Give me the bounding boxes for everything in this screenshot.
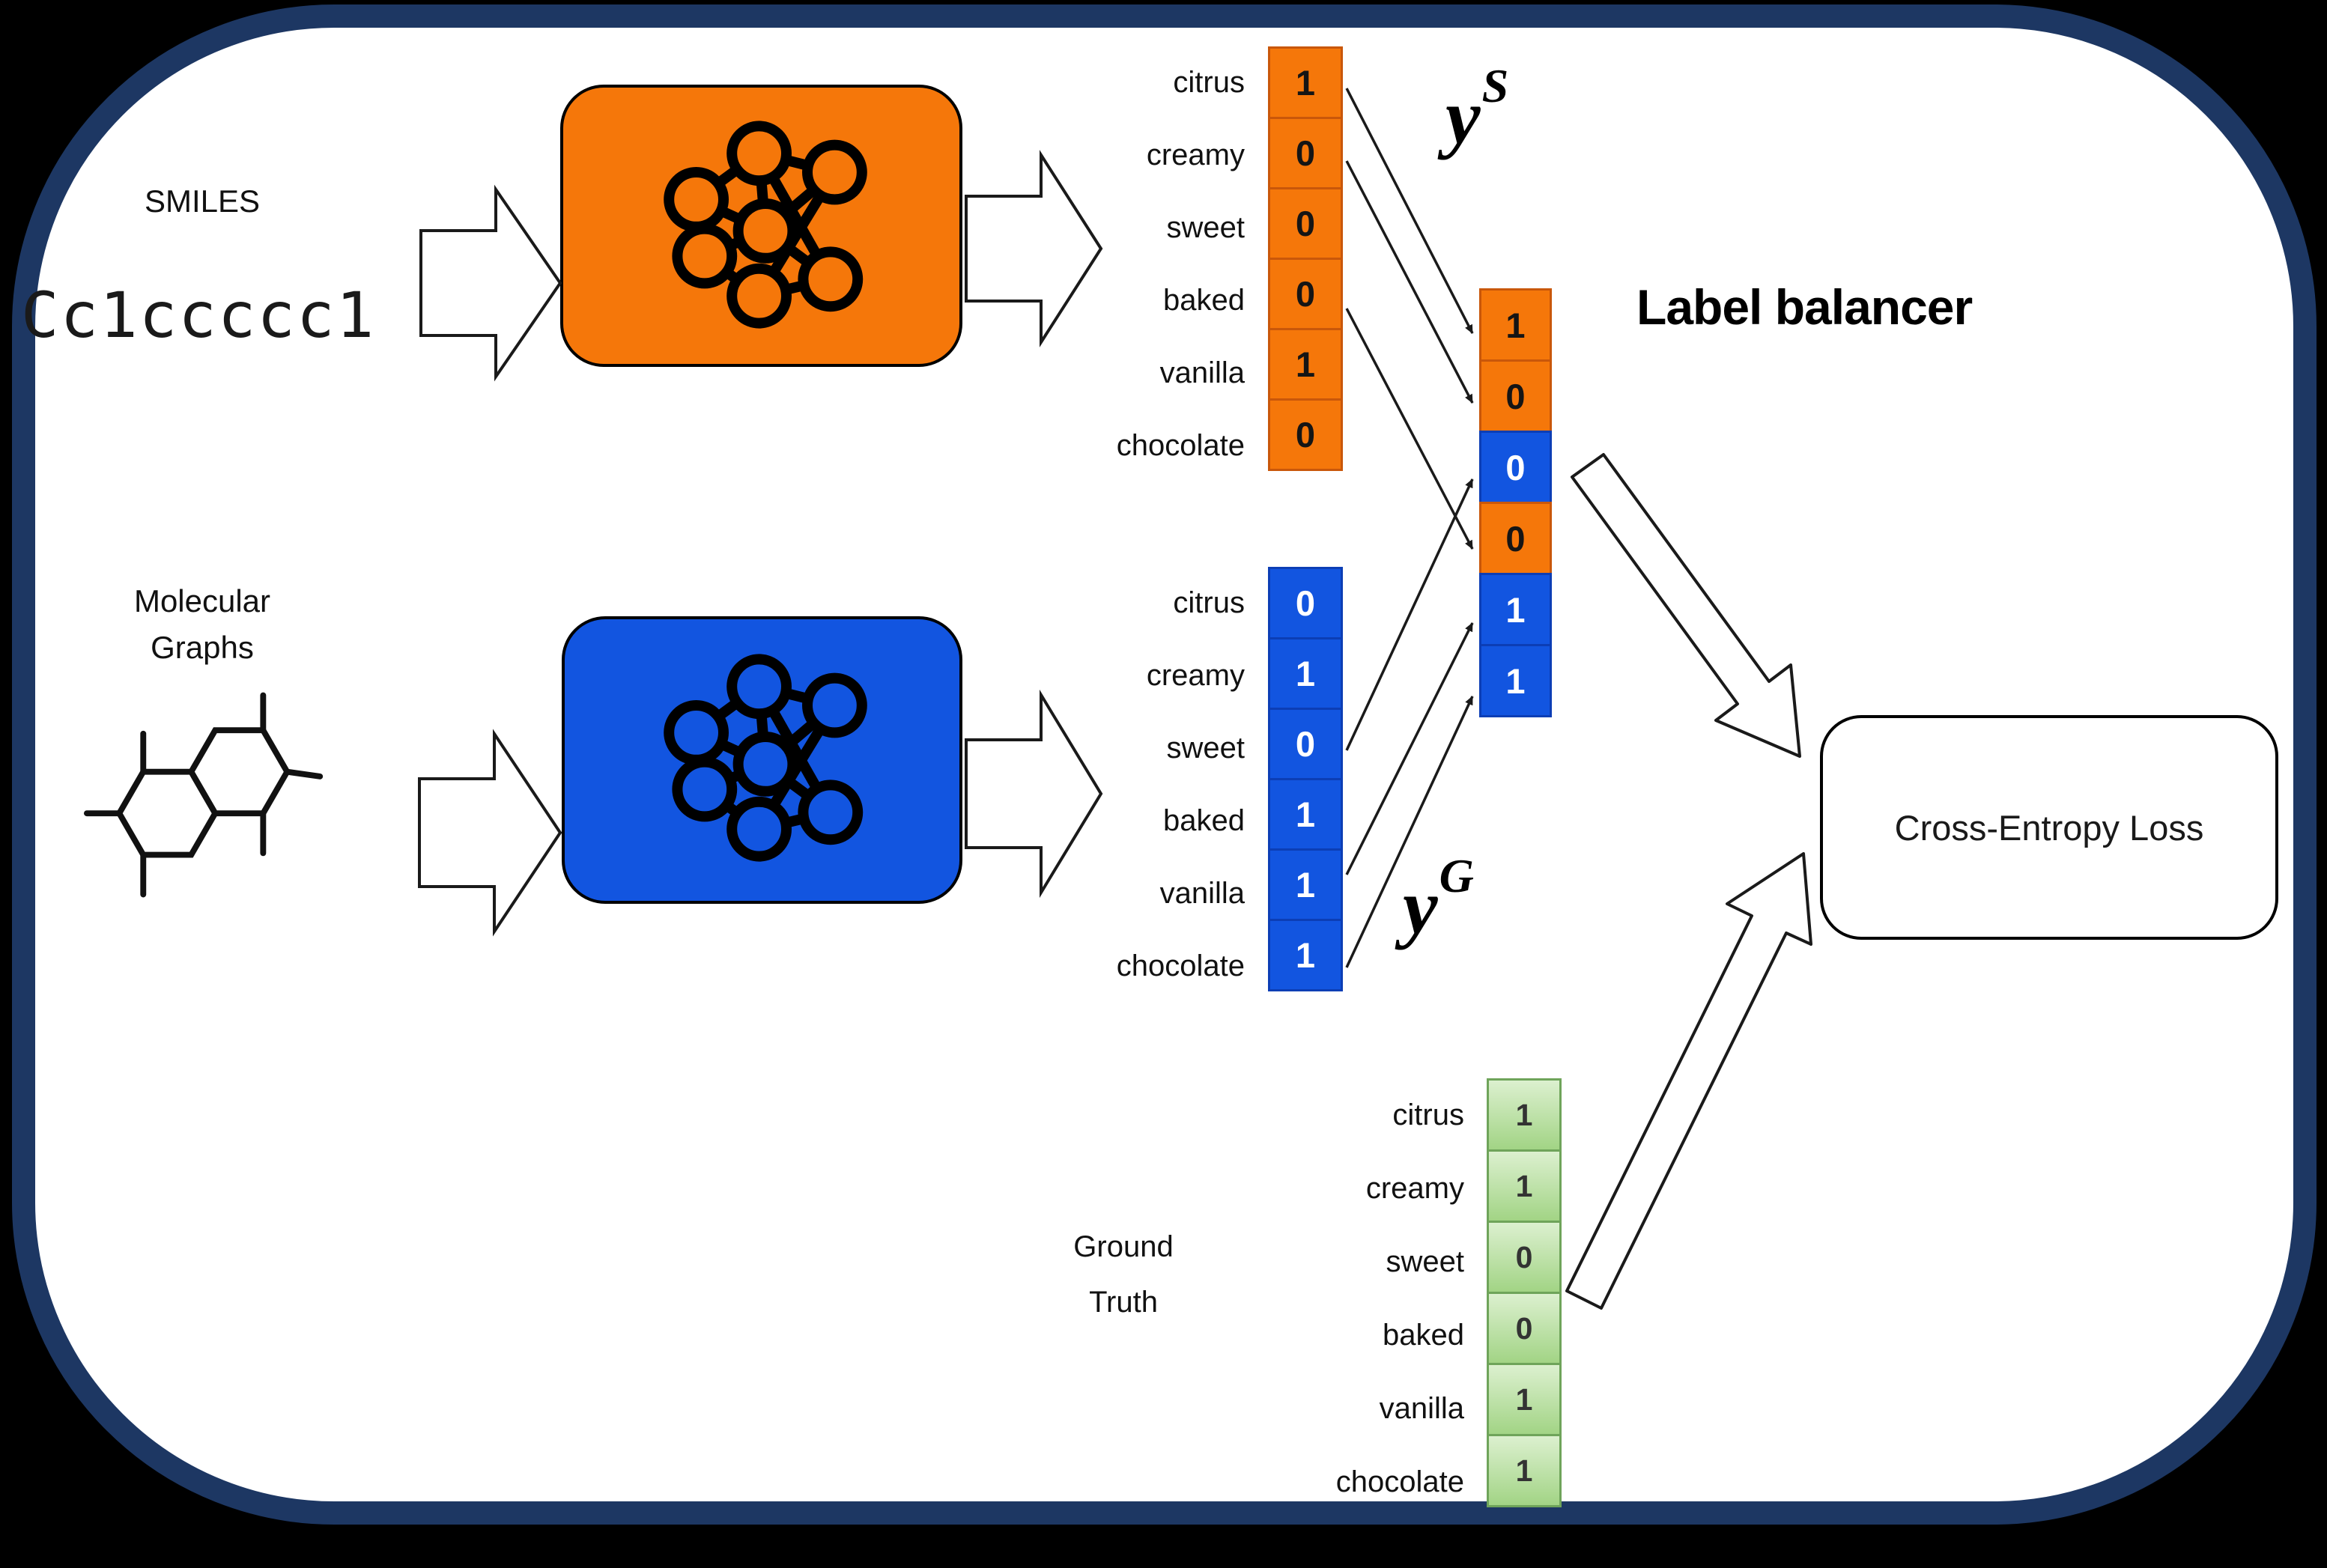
- attribute-label: creamy: [1146, 659, 1245, 692]
- attribute-label: sweet: [1166, 211, 1246, 244]
- arrow-smiles-to-model: [419, 184, 562, 382]
- attribute-label: chocolate: [1116, 949, 1245, 982]
- y-graph-symbol: yG: [1403, 849, 1474, 950]
- ground-truth-label: Ground Truth: [1073, 1230, 1174, 1319]
- ground-truth-attribute-labels: citrus creamy sweet baked vanilla chocol…: [1273, 1078, 1464, 1519]
- label-balancer-title: Label balancer: [1636, 279, 1973, 335]
- attribute-label: chocolate: [1335, 1465, 1464, 1498]
- molecule-icon: [83, 692, 324, 898]
- arrow-ground-truth-to-loss: [1565, 852, 1812, 1310]
- balanced-cell-smiles: 0: [1479, 502, 1552, 575]
- molecular-graphs-label-line1: Molecular: [133, 583, 271, 619]
- vector-cell: 0: [1487, 1292, 1562, 1365]
- vector-cell: 0: [1268, 187, 1343, 260]
- vector-cell: 0: [1268, 258, 1343, 330]
- balanced-cell-graph: 1: [1479, 644, 1552, 717]
- y-smiles-symbol: yS: [1445, 59, 1509, 160]
- attribute-label: citrus: [1173, 586, 1245, 619]
- vector-cell: 0: [1268, 398, 1343, 471]
- attribute-label: creamy: [1146, 139, 1245, 171]
- attribute-label: citrus: [1392, 1098, 1464, 1131]
- arrow-graph-to-model: [418, 729, 562, 937]
- attribute-label: vanilla: [1159, 877, 1245, 910]
- smiles-code-text: Cc1ccccc1: [21, 279, 376, 352]
- attribute-label: vanilla: [1379, 1392, 1464, 1425]
- attribute-label: sweet: [1386, 1245, 1465, 1278]
- balanced-cell-graph: 1: [1479, 573, 1552, 646]
- smiles-prediction-vector: 1 0 0 0 1 0: [1268, 46, 1343, 471]
- vector-cell: 1: [1487, 1078, 1562, 1152]
- smiles-neural-network-icon: [664, 121, 867, 329]
- vector-cell: 1: [1268, 919, 1343, 991]
- attribute-label: sweet: [1166, 732, 1246, 765]
- attribute-label: baked: [1383, 1319, 1464, 1352]
- graph-neural-network-icon: [664, 654, 867, 862]
- graph-prediction-vector: 0 1 0 1 1 1: [1268, 567, 1343, 991]
- arrow-balanced-to-loss: [1571, 453, 1801, 758]
- cross-entropy-loss-box: Cross-Entropy Loss: [1820, 715, 2278, 940]
- balanced-label-vector: 1 0 0 0 1 1: [1479, 288, 1552, 717]
- vector-cell: 0: [1268, 117, 1343, 189]
- attribute-label: baked: [1163, 284, 1245, 317]
- graph-vector-attribute-labels: citrus creamy sweet baked vanilla chocol…: [1058, 567, 1245, 1003]
- molecular-graphs-label-line2: Graphs: [151, 630, 254, 665]
- attribute-label: chocolate: [1116, 429, 1245, 462]
- arrow-model-to-graph-vector: [965, 689, 1103, 899]
- smiles-vector-attribute-labels: citrus creamy sweet baked vanilla chocol…: [1058, 46, 1245, 482]
- ground-truth-vector: 1 1 0 0 1 1: [1487, 1078, 1562, 1507]
- smiles-label: SMILES: [144, 183, 261, 219]
- balanced-cell-smiles: 1: [1479, 288, 1552, 362]
- cross-entropy-loss-label: Cross-Entropy Loss: [1894, 807, 2204, 848]
- arrow-model-to-smiles-vector: [965, 150, 1103, 347]
- vector-cell: 1: [1487, 1363, 1562, 1436]
- vector-cell: 1: [1268, 778, 1343, 851]
- attribute-label: vanilla: [1159, 356, 1245, 389]
- attribute-label: creamy: [1365, 1172, 1464, 1205]
- attribute-label: baked: [1163, 804, 1245, 837]
- label-selection-arrows: [1345, 88, 1474, 968]
- molecular-graphs-label: Molecular Graphs: [67, 578, 337, 671]
- attribute-label: citrus: [1173, 66, 1245, 99]
- vector-cell: 1: [1487, 1434, 1562, 1507]
